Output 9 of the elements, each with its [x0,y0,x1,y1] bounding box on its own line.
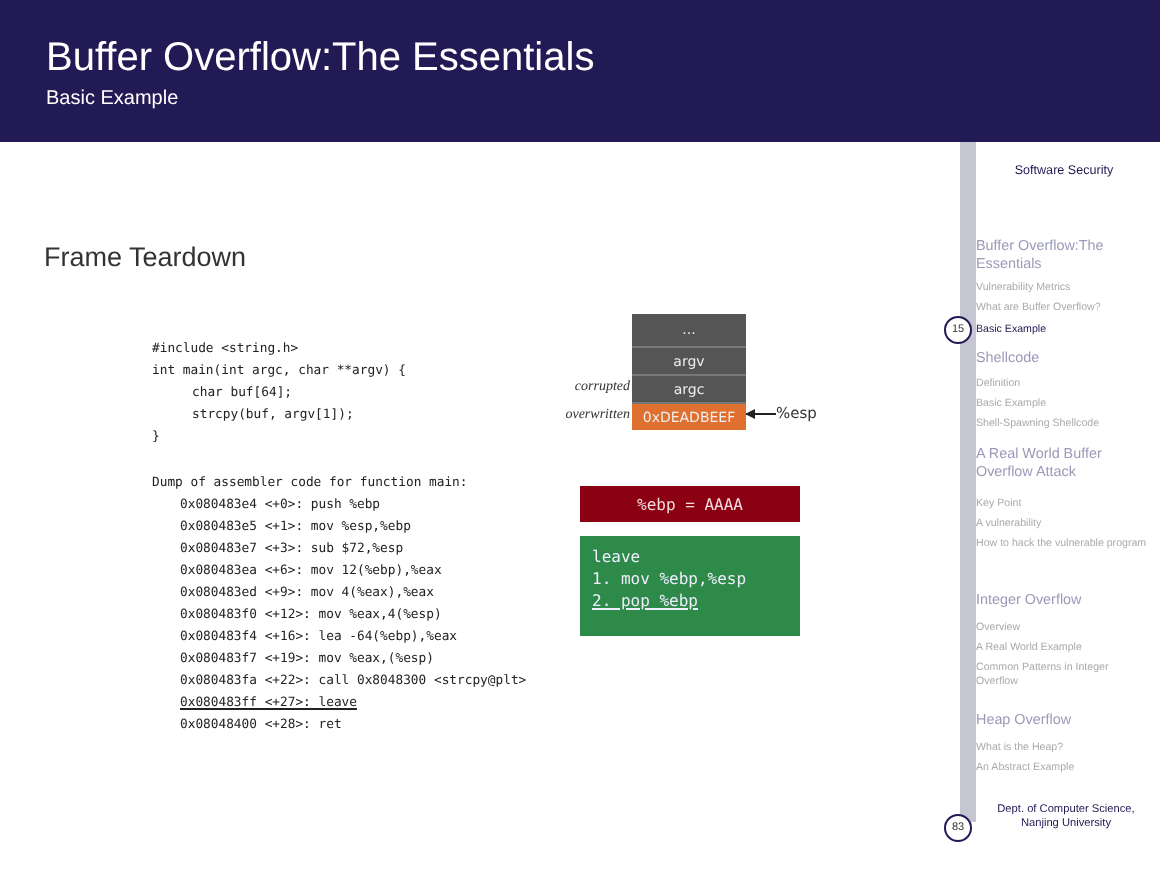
section-heading: Frame Teardown [44,242,247,272]
slide-title: Buffer Overflow:The Essentials [46,36,595,82]
arrow [745,409,777,419]
note-box [580,536,800,636]
note-line: 2. pop %ebp [592,590,700,612]
note-line: leave [592,546,643,568]
subtitle: Basic Example [46,88,179,110]
register-box: %ebp = AAAA [580,486,800,522]
note-line: 1. mov %ebp,%esp [592,568,749,590]
